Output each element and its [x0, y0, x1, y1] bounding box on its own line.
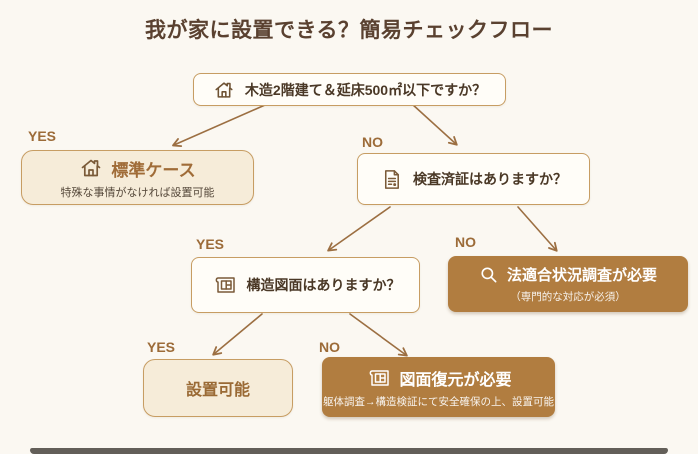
- root-question-text: 木造2階建て＆延床500㎡以下ですか？: [244, 81, 487, 98]
- arrow-root-to-cert: [411, 103, 458, 146]
- arrow-cert-to-drawing: [327, 206, 391, 252]
- arrow-drawing-to-install: [212, 313, 263, 356]
- magnifier-icon: [479, 265, 499, 285]
- branch-label-yes-install: YES: [147, 339, 176, 355]
- node-legal-compliance-survey: 法適合状況調査が必要 （専門的な対応が必須）: [448, 256, 688, 312]
- node-inspection-certificate: 検査済証はありますか？: [357, 153, 590, 205]
- drawing-restoration-title: 図面復元が必要: [399, 371, 512, 389]
- structural-drawing-text: 構造図面はありますか？: [246, 277, 401, 293]
- blueprint-icon: [211, 274, 237, 296]
- standard-case-subtitle: 特殊な事情がなければ設置可能: [60, 186, 215, 199]
- drawing-restoration-subtitle: 躯体調査→構造検証にて安全確保の上、設置可能: [323, 395, 554, 408]
- arrow-drawing-to-restore: [349, 313, 408, 357]
- node-standard-case: 標準ケース 特殊な事情がなければ設置可能: [21, 150, 254, 205]
- inspection-certificate-text: 検査済証はありますか？: [413, 171, 567, 187]
- node-installable: 設置可能: [143, 359, 293, 417]
- legal-compliance-title: 法適合状況調査が必要: [506, 267, 657, 284]
- node-drawing-restoration: 図面復元が必要 躯体調査→構造検証にて安全確保の上、設置可能: [322, 357, 555, 417]
- branch-label-no-law: NO: [455, 234, 476, 250]
- legal-compliance-title-row: 法適合状況調査が必要: [479, 264, 657, 285]
- drawing-restoration-title-row: 図面復元が必要: [365, 366, 512, 390]
- arrow-cert-to-law: [517, 206, 558, 252]
- branch-label-yes-standard: YES: [28, 128, 57, 144]
- branch-label-no-restore: NO: [319, 339, 340, 355]
- node-root-question: 木造2階建て＆延床500㎡以下ですか？: [193, 73, 506, 106]
- blueprint-icon: [365, 367, 391, 389]
- arrow-root-to-standard: [172, 104, 266, 148]
- branch-label-no-cert: NO: [362, 134, 383, 150]
- standard-case-title: 標準ケース: [111, 160, 196, 180]
- page-title: 我が家に設置できる？簡易チェックフロー: [144, 19, 554, 42]
- standard-case-title-row: 標準ケース: [79, 156, 196, 181]
- branch-label-yes-drawing: YES: [196, 236, 225, 252]
- card-bottom-edge: [30, 448, 668, 454]
- house-icon: [79, 156, 103, 180]
- house-icon: [213, 79, 235, 101]
- installable-title: 設置可能: [185, 382, 250, 399]
- document-icon: [380, 168, 403, 191]
- legal-compliance-subtitle: （専門的な対応が必須）: [510, 291, 626, 303]
- node-structural-drawing: 構造図面はありますか？: [191, 257, 420, 313]
